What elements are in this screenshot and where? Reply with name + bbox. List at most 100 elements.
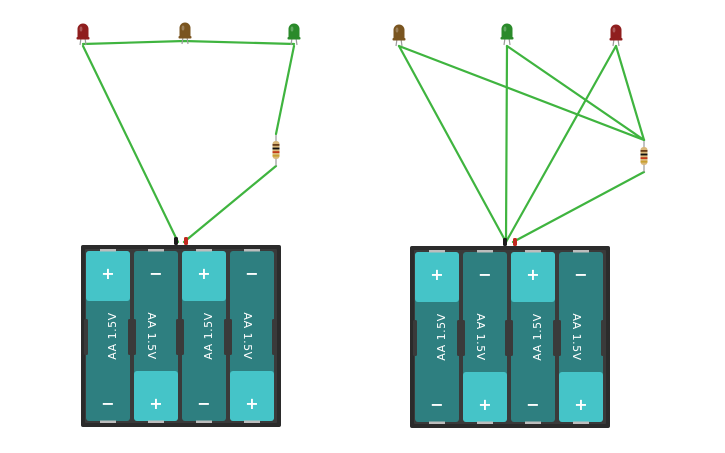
wire-led2-to-resistor: [505, 44, 646, 142]
cell-bottom-sign: −: [430, 395, 443, 414]
led-red-icon: [76, 23, 90, 46]
resistor-band: [272, 154, 280, 157]
cell-terminal: [429, 250, 445, 253]
cell-top-sign: −: [149, 264, 162, 283]
cell-label: AA 1.5V: [241, 312, 254, 359]
cell-terminal: [477, 421, 493, 424]
cell-bottom-sign: +: [245, 394, 258, 413]
cell-notch: [84, 319, 88, 355]
cell-positive-cap: [182, 251, 226, 301]
led-highlight: [181, 25, 185, 31]
led-highlight: [290, 26, 294, 32]
led-dome: [501, 23, 513, 38]
battery-cell: −+AA 1.5V: [557, 250, 605, 424]
cell-top-sign: −: [478, 265, 491, 284]
resistor-band: [640, 153, 648, 156]
cell-notch: [553, 320, 557, 356]
cell-bottom-sign: −: [197, 394, 210, 413]
cell-terminal: [100, 249, 116, 252]
cell-bottom-sign: +: [149, 394, 162, 413]
cell-label: AA 1.5V: [531, 313, 544, 360]
battery-cell: + − AA 1.5V: [180, 249, 228, 423]
cell-terminal: [573, 250, 589, 253]
cell-terminal: [244, 420, 260, 423]
battery-cell: + − AA 1.5V: [84, 249, 132, 423]
cell-terminal: [196, 249, 212, 252]
wire-resistor-to-positive: [511, 170, 646, 244]
led-dome: [77, 23, 89, 38]
positive-terminal-icon: [184, 237, 188, 245]
wires: [81, 39, 646, 244]
cell-notch: [128, 319, 132, 355]
cell-terminal: [100, 420, 116, 423]
cell-label: AA 1.5V: [145, 312, 158, 359]
resistor-band: [272, 144, 280, 146]
cell-notch: [457, 320, 461, 356]
cell-positive-cap: [511, 252, 555, 302]
cell-positive-cap: [134, 371, 178, 421]
cell-terminal: [573, 421, 589, 424]
resistor-band: [272, 147, 280, 150]
led-rim: [500, 37, 514, 40]
led-dome: [610, 24, 622, 39]
cell-notch: [180, 319, 184, 355]
cell-notch: [509, 320, 513, 356]
cell-terminal: [429, 421, 445, 424]
cell-terminal: [196, 420, 212, 423]
battery-cell: − + AA 1.5V: [228, 249, 276, 423]
negative-terminal-icon: [503, 238, 507, 246]
wire-led1-to-negative: [81, 44, 180, 244]
positive-terminal-icon: [513, 238, 517, 246]
cell-notch: [272, 319, 276, 355]
led-brown-icon: [178, 22, 192, 45]
cell-label: AA 1.5V: [435, 313, 448, 360]
led-highlight: [395, 27, 399, 33]
led-rim: [609, 38, 623, 41]
led-rim: [178, 36, 192, 39]
battery-cell: − + AA 1.5V: [132, 249, 180, 423]
cell-label: AA 1.5V: [570, 313, 583, 360]
cell-positive-cap: [86, 251, 130, 301]
cell-notch: [461, 320, 465, 356]
led-rim: [287, 37, 301, 40]
cell-notch: [132, 319, 136, 355]
led-rim: [392, 38, 406, 41]
wire-led3-to-resistor: [274, 44, 296, 136]
led-highlight: [79, 26, 83, 32]
cell-bottom-sign: −: [526, 395, 539, 414]
cell-label: AA 1.5V: [202, 312, 215, 359]
cell-bottom-sign: −: [101, 394, 114, 413]
resistor-band: [272, 151, 280, 153]
cell-terminal: [525, 421, 541, 424]
cell-terminal: [148, 420, 164, 423]
cell-positive-cap: [415, 252, 459, 302]
led-green-icon: [287, 23, 301, 46]
led-brown-icon: [392, 24, 406, 47]
battery-cell: + − AA 1.5V: [413, 250, 461, 424]
cell-terminal: [148, 249, 164, 252]
wire-led-top-bus: [81, 39, 296, 46]
negative-terminal-icon: [174, 237, 178, 245]
cell-top-sign: −: [245, 264, 258, 283]
wire-led3-to-negative: [504, 44, 618, 244]
cell-label: AA 1.5V: [106, 312, 119, 359]
components: +−AA 1.5V−+AA 1.5V+−AA 1.5V−+AA 1.5V+−AA…: [76, 22, 648, 428]
wire-led1-to-negative: [397, 44, 508, 244]
wire-led3-to-resistor: [614, 44, 646, 142]
cell-top-sign: +: [430, 265, 443, 284]
cell-top-sign: +: [101, 264, 114, 283]
cell-top-sign: +: [197, 264, 210, 283]
cell-terminal: [477, 250, 493, 253]
resistor-band: [640, 160, 648, 163]
cell-positive-cap: [559, 372, 603, 422]
led-red-icon: [609, 24, 623, 47]
wire-led2-to-negative: [504, 44, 509, 244]
cell-notch: [413, 320, 417, 356]
cell-terminal: [525, 250, 541, 253]
wire-led1-to-resistor: [397, 44, 646, 142]
cell-notch: [228, 319, 232, 355]
cell-notch: [557, 320, 561, 356]
cell-notch: [601, 320, 605, 356]
cell-notch: [176, 319, 180, 355]
